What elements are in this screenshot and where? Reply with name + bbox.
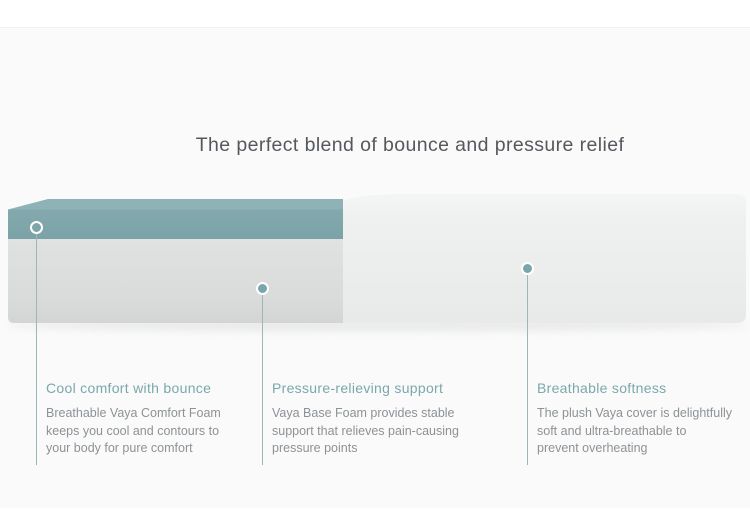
mattress-illustration <box>5 194 749 332</box>
feature-description: Vaya Base Foam provides stable support t… <box>272 406 459 455</box>
callout-line-cover <box>527 275 528 465</box>
feature-heading: Breathable softness <box>537 380 667 396</box>
comfort-foam-top-face <box>8 199 343 210</box>
feature-heading: Pressure-relieving support <box>272 380 444 396</box>
feature-description: The plush Vaya cover is delightfully sof… <box>537 406 733 455</box>
callout-line-comfort <box>36 234 37 465</box>
section-title: The perfect blend of bounce and pressure… <box>195 134 625 156</box>
mattress-cover <box>342 194 746 323</box>
callout-dot-cover <box>521 262 534 275</box>
feature-pressure-support: Pressure-relieving support Vaya Base Foa… <box>272 380 492 458</box>
feature-description: Breathable Vaya Comfort Foam keeps you c… <box>46 406 221 455</box>
callout-dot-support <box>256 282 269 295</box>
base-foam-layer <box>8 239 343 323</box>
callout-dot-comfort <box>30 221 43 234</box>
callout-line-support <box>262 295 263 465</box>
feature-cool-comfort: Cool comfort with bounce Breathable Vaya… <box>46 380 261 458</box>
feature-heading: Cool comfort with bounce <box>46 380 212 396</box>
mattress-feature-section: The perfect blend of bounce and pressure… <box>0 27 750 508</box>
feature-breathable-softness: Breathable softness The plush Vaya cover… <box>537 380 750 458</box>
comfort-foam-layer <box>8 209 343 239</box>
